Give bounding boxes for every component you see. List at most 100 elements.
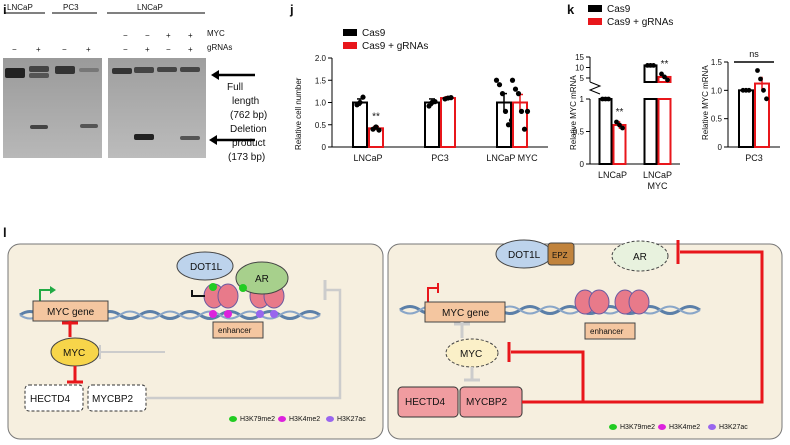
svg-text:−: − [62, 45, 67, 54]
k-point [620, 125, 625, 131]
svg-text:length: length [232, 96, 259, 107]
k2-bar [754, 82, 770, 148]
gel-header-lncap-left: LNCaP [7, 3, 33, 12]
j-ytick-label: 0.5 [315, 121, 327, 130]
j-ytick-label: 1.0 [315, 99, 327, 108]
legend-k-grnas-swatch [588, 18, 602, 25]
j-category-label: LNCaP [353, 153, 382, 163]
gel-full-label: Full [227, 82, 243, 93]
right-marks-legend: H3K79me2 H3K4me2 H3K27ac [609, 424, 748, 431]
svg-text:−: − [123, 31, 128, 40]
right-myc-gene-label: MYC gene [442, 308, 490, 319]
gel-right-signs: − − + + − + − + [123, 31, 193, 54]
gel-deletion-label: Deletion [230, 124, 267, 135]
svg-text:−: − [145, 31, 150, 40]
j-bar [352, 101, 368, 148]
svg-text:−: − [123, 45, 128, 54]
j-point [493, 77, 500, 83]
j-point [509, 77, 516, 83]
svg-text:−: − [166, 45, 171, 54]
left-hectd4-box [24, 384, 84, 412]
j-bar [440, 97, 456, 149]
left-enhancer-label: enhancer [218, 326, 252, 335]
svg-text:+: + [166, 31, 171, 40]
panel-k: k Cas9 Cas9 + gRNAs Relative MYC mRNA 00… [567, 2, 780, 191]
left-enhancer-box [212, 321, 264, 339]
k-pc3-ylabel: Relative MYC mRNA [701, 65, 710, 140]
svg-text:−: − [12, 45, 17, 54]
k-point [665, 77, 670, 83]
k2-point [755, 68, 760, 73]
k-ytick-label: 10 [575, 64, 584, 73]
k-point [662, 74, 667, 80]
gel-grnas-label: gRNAs [207, 43, 232, 52]
j-ylabel: Relative cell number [294, 77, 303, 150]
k2-ytick-label: 0.5 [711, 115, 723, 124]
right-ar-label: AR [633, 252, 647, 263]
gel-bands [5, 66, 200, 140]
gel-myc-label: MYC [207, 29, 225, 38]
legend-j-grnas-swatch [343, 42, 357, 49]
k-axis-break [588, 81, 602, 95]
legend-k-cas9: Cas9 [607, 4, 631, 15]
svg-text:H3K79me2: H3K79me2 [620, 424, 655, 431]
j-point [518, 108, 525, 114]
j-point [499, 91, 506, 97]
left-ar-oval [235, 261, 289, 295]
right-enhancer-box [584, 322, 636, 340]
right-epz-box [547, 242, 575, 266]
left-marks-legend: H3K79me2 H3K4me2 H3K27ac [229, 416, 366, 423]
panel-j: j Cas9 Cas9 + gRNAs Relative cell number… [289, 2, 548, 163]
svg-text:H3K4me2: H3K4me2 [289, 416, 320, 423]
j-point [502, 108, 509, 114]
j-point [496, 82, 503, 88]
k-point [606, 96, 611, 102]
svg-text:H3K79me2: H3K79me2 [240, 416, 275, 423]
k-point [614, 119, 619, 125]
j-bar [424, 101, 440, 148]
j-point [357, 99, 363, 106]
legend-j-cas9-swatch [343, 29, 357, 36]
k2-point [761, 87, 766, 93]
left-ar-label: AR [255, 274, 269, 285]
j-point [426, 103, 432, 109]
legend-j-grnas: Cas9 + gRNAs [362, 41, 428, 52]
j-point [360, 94, 366, 100]
svg-text:H3K27ac: H3K27ac [719, 424, 748, 431]
j-point [512, 86, 519, 92]
j-ytick-label: 1.5 [315, 76, 327, 85]
j-category-label: LNCaP MYC [486, 153, 538, 163]
diagram-right: MYC gene MYC HECTD4 MYCBP2 DOT1L EPZ AR [387, 239, 783, 440]
k-bar [598, 98, 613, 165]
right-myc-gene-box [424, 301, 506, 323]
left-mycbp2-label: MYCBP2 [92, 394, 134, 405]
k2-ytick-label: 1.5 [711, 58, 723, 67]
svg-text:+: + [86, 45, 91, 54]
j-ytick-label: 2.0 [315, 54, 327, 63]
k-bar [643, 64, 658, 84]
k2-annotation: ns [749, 49, 759, 59]
right-enhancer-label: enhancer [590, 327, 624, 336]
k-bar [643, 98, 658, 165]
right-dot1l-label: DOT1L [508, 250, 541, 261]
gel-header-pc3: PC3 [63, 3, 79, 12]
k-ytick-label: 15 [575, 53, 584, 62]
k-ylabel: Relative MYC mRNA [569, 75, 578, 150]
left-dot1l-label: DOT1L [190, 262, 223, 273]
k-category-label: LNCaP [598, 170, 627, 180]
legend-k-grnas: Cas9 + gRNAs [607, 17, 673, 28]
right-ar-oval [611, 240, 669, 272]
k-category-label: MYC [648, 181, 669, 191]
left-dot1l-oval [176, 251, 234, 281]
k-point [617, 122, 622, 128]
gel-image-right [108, 58, 206, 158]
svg-text:(173 bp): (173 bp) [228, 152, 265, 163]
gel-left-signs: − + − + [12, 45, 91, 54]
legend-k-cas9-swatch [588, 5, 602, 12]
diagram-left: MYC gene MYC HECTD4 MYCBP2 DOT1L AR [7, 243, 384, 440]
k-bar [657, 98, 672, 165]
